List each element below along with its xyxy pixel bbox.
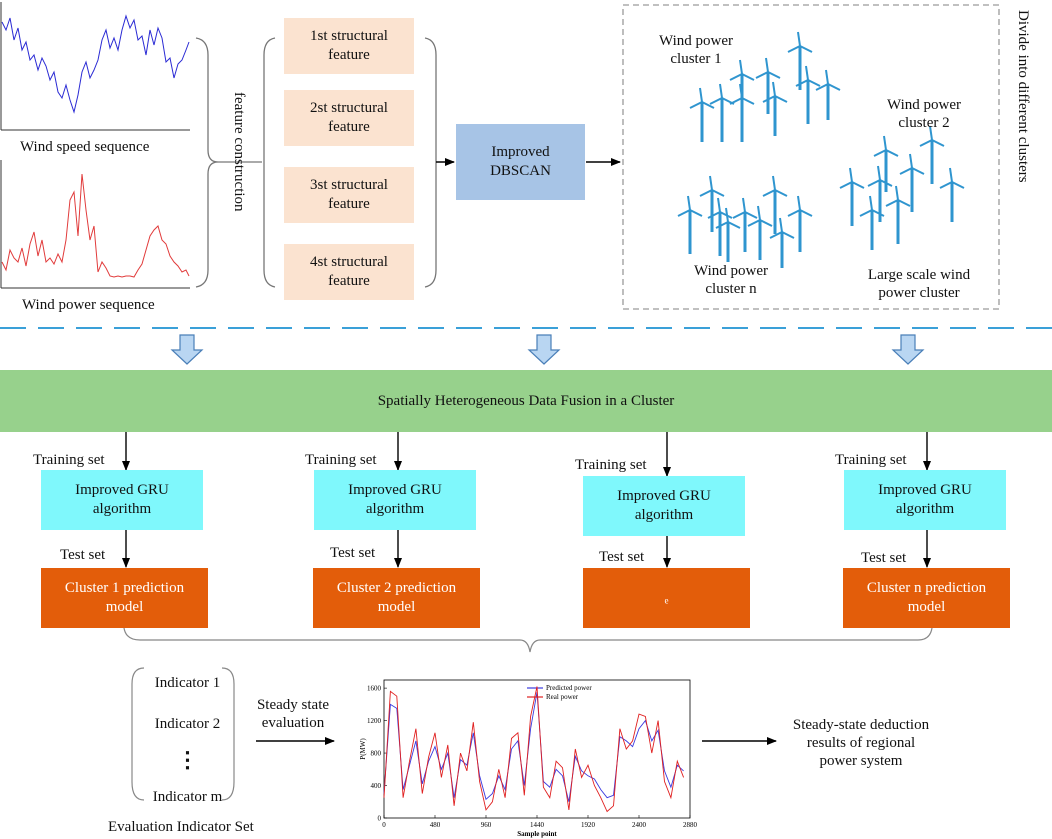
wind-turbine-icon — [899, 153, 925, 212]
wind-turbine-icon — [747, 205, 773, 260]
indicator-1: Indicator 1 — [154, 675, 221, 691]
test-set-label-2: Test set — [330, 545, 376, 561]
x-tick-label: 1440 — [530, 821, 545, 829]
wind-turbine-icon — [709, 83, 735, 142]
down-arrow-icons — [170, 334, 925, 365]
wind-turbine-icon — [839, 167, 865, 226]
y-tick-label: 0 — [378, 815, 382, 823]
wind-power-label: Wind power sequence — [22, 297, 155, 313]
chart-plot-area — [383, 679, 691, 819]
legend-label: Predicted power — [546, 684, 592, 692]
wind-turbine-icon — [885, 185, 911, 244]
x-tick-label: 1920 — [581, 821, 596, 829]
test-set-label-3: Test set — [599, 549, 645, 565]
wind-turbine-icon — [787, 31, 813, 90]
fusion-bar: Spatially Heterogeneous Data Fusion in a… — [0, 370, 1052, 432]
evaluation-set-label: Evaluation Indicator Set — [108, 819, 254, 835]
wind-power-plot — [0, 160, 190, 289]
training-set-label-1: Training set — [33, 452, 105, 468]
model-box-3: ₑ — [583, 568, 750, 628]
wind-turbine-icon — [873, 135, 899, 192]
indicator-ellipsis: ⋮ — [176, 747, 199, 772]
wind-turbine-icon — [755, 57, 781, 114]
x-tick-label: 0 — [382, 821, 386, 829]
x-tick-label: 2880 — [683, 821, 698, 829]
wind-turbine-icon — [689, 87, 715, 142]
x-tick-label: 2400 — [632, 821, 647, 829]
indicator-m: Indicator m — [152, 789, 223, 805]
training-set-label-2: Training set — [305, 452, 377, 468]
wind-turbine-icon — [795, 65, 821, 124]
wind-turbine-icon — [762, 175, 788, 234]
x-tick-label: 480 — [430, 821, 441, 829]
feature-construction-label: feature construction — [231, 92, 247, 212]
wind-turbine-icon — [762, 81, 788, 136]
wind-turbine-icon — [699, 175, 725, 232]
series-line-2 — [383, 686, 685, 813]
wind-turbine-icon — [859, 195, 885, 250]
test-set-label-4: Test set — [861, 550, 907, 566]
test-set-label-1: Test set — [60, 547, 106, 563]
wind-turbine-icon — [769, 217, 795, 268]
wind-turbine-icon — [677, 195, 703, 254]
divide-clusters-label: Divide into different clusters — [1015, 10, 1031, 183]
indicator-2: Indicator 2 — [154, 716, 221, 732]
wind-turbine-icon — [919, 125, 945, 184]
wind-turbine-icon — [815, 69, 841, 120]
wind-speed-label: Wind speed sequence — [20, 139, 150, 155]
x-axis-label: Sample point — [517, 830, 557, 838]
training-set-label-4: Training set — [835, 452, 907, 468]
wind-turbine-icon — [939, 167, 965, 222]
wind-turbine-icon — [715, 207, 741, 262]
legend-label: Real power — [546, 693, 579, 701]
y-axis-label: P(MW) — [359, 738, 367, 760]
series-line-1 — [383, 692, 684, 802]
y-tick-label: 400 — [371, 782, 382, 790]
power-prediction-chart: 0 480 960 1440 1920 2400 2880 0 400 800 1200 1600Sa… — [359, 679, 698, 838]
y-tick-label: 800 — [371, 750, 382, 758]
x-tick-label: 960 — [481, 821, 492, 829]
y-tick-label: 1600 — [367, 685, 382, 693]
wind-turbine-icons — [677, 31, 965, 268]
wind-turbine-icon — [729, 83, 755, 142]
wind-turbine-icon — [707, 197, 733, 256]
wind-turbine-icon — [732, 197, 758, 252]
y-tick-label: 1200 — [367, 717, 382, 725]
wind-speed-plot — [0, 2, 190, 131]
wind-turbine-icon — [787, 195, 813, 252]
training-set-label-3: Training set — [575, 457, 647, 473]
fusion-label: Spatially Heterogeneous Data Fusion in a… — [377, 393, 675, 409]
